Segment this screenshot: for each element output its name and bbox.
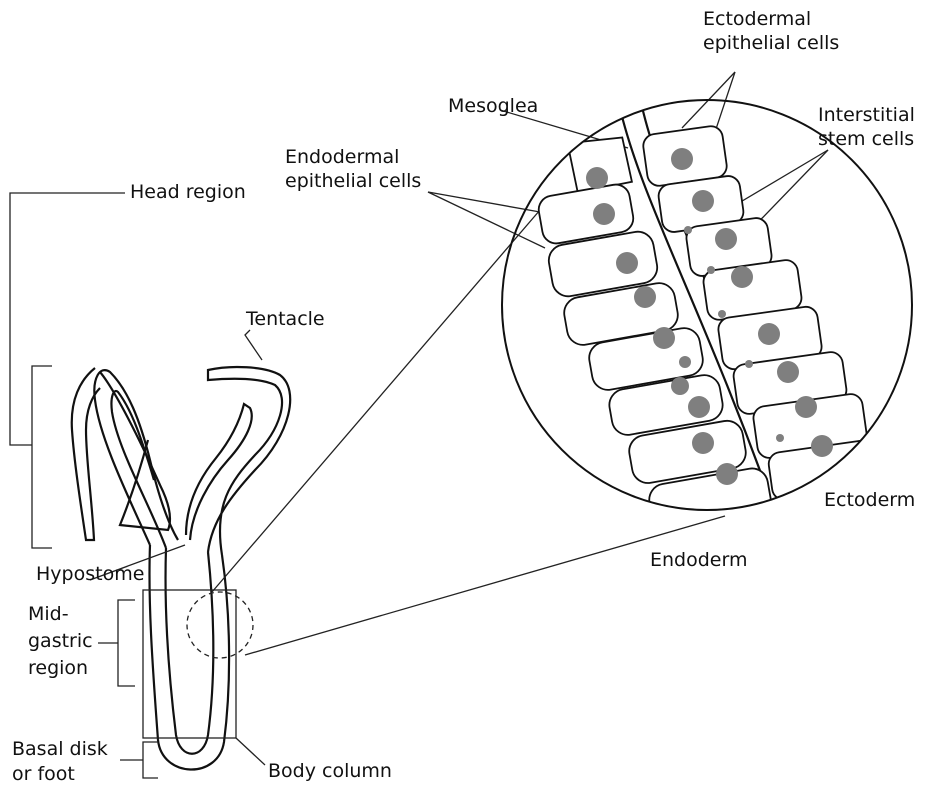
brackets — [10, 193, 158, 778]
basal-disk-label-2: or foot — [12, 763, 75, 786]
endodermal-epithelial-label-2: epithelial cells — [285, 170, 421, 193]
interstitial-stem-label-2: stem cells — [818, 128, 914, 151]
basal-disk-label-1: Basal disk — [12, 738, 108, 761]
tentacle-label: Tentacle — [246, 308, 325, 331]
ectoderm-label: Ectoderm — [824, 489, 915, 512]
body-column-label: Body column — [268, 760, 392, 783]
midgastric-label-3: region — [28, 657, 88, 680]
midgastric-label-2: gastric — [28, 630, 93, 653]
endodermal-epithelial-label-1: Endodermal — [285, 146, 399, 169]
hypostome-label: Hypostome — [36, 563, 144, 586]
mesoglea-label: Mesoglea — [448, 95, 538, 118]
magnified-tissue — [502, 98, 912, 534]
endoderm-label: Endoderm — [650, 549, 747, 572]
zoom-circle — [187, 592, 253, 658]
midgastric-label-1: Mid- — [28, 603, 69, 626]
ectodermal-epithelial-label-2: epithelial cells — [703, 32, 839, 55]
head-region-label: Head region — [130, 181, 246, 204]
ectodermal-epithelial-label-1: Ectodermal — [703, 8, 811, 31]
interstitial-stem-label-1: Interstitial — [818, 104, 915, 127]
